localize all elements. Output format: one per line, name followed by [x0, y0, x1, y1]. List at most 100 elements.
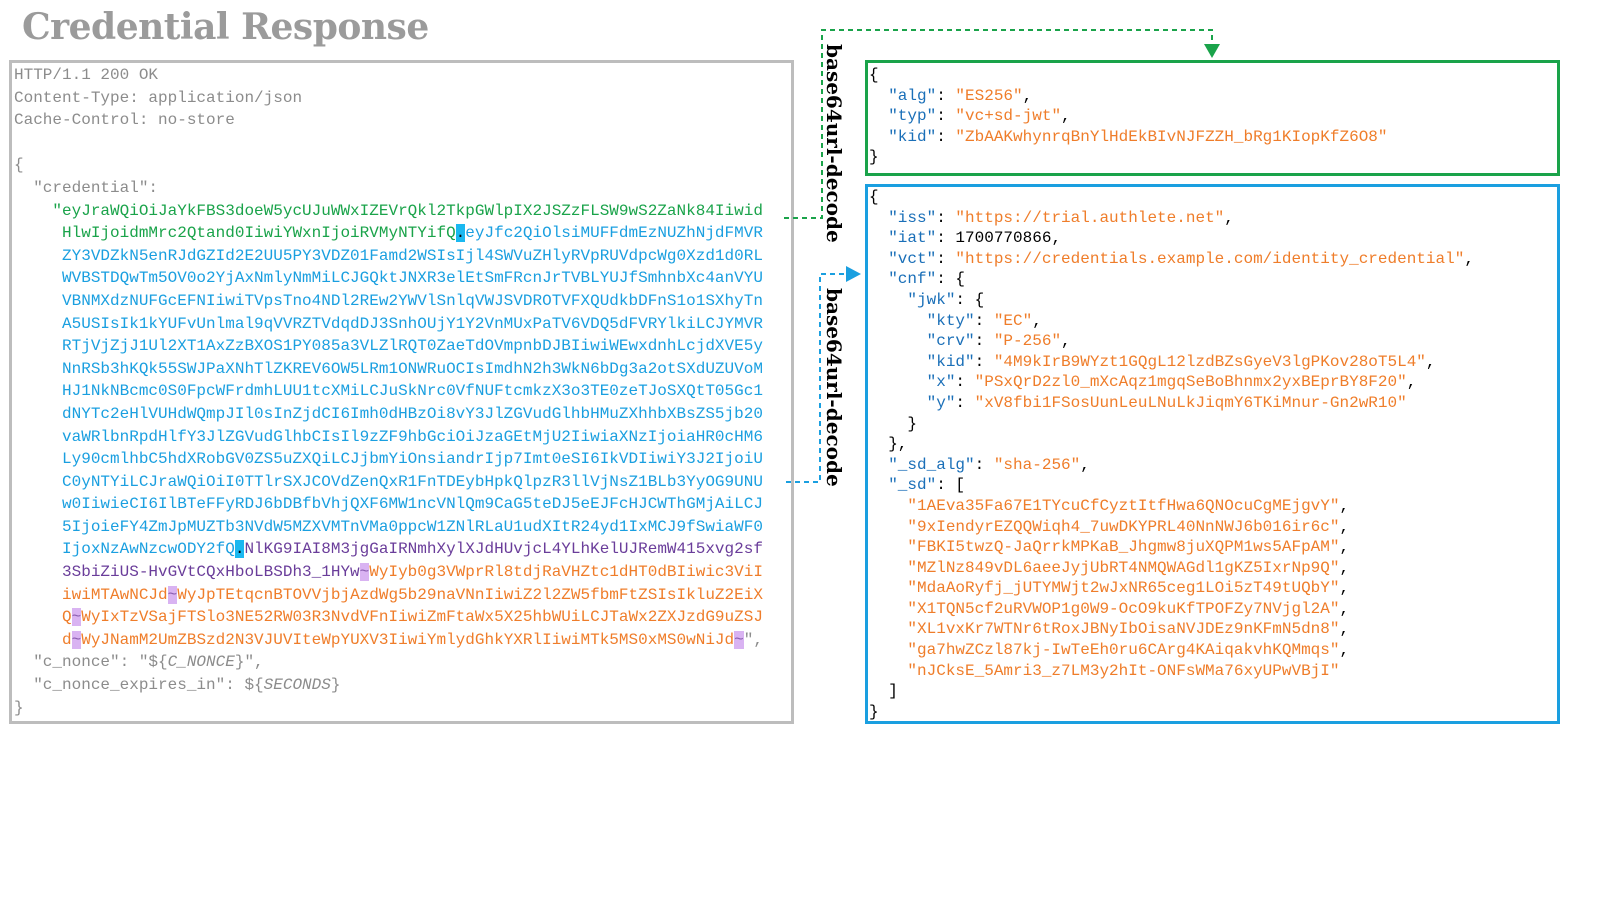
json-punctuation: [869, 620, 907, 638]
header-json-line: {: [869, 65, 1388, 86]
payload-json-line: "cnf": {: [869, 269, 1474, 290]
json-punctuation: [869, 662, 907, 680]
payload-json-line: },: [869, 434, 1474, 455]
json-string-value: "MZlNz849vDL6aeeJyjUbRT4NMQWAGdl1gKZ5Ixr…: [907, 558, 1340, 577]
disclosure-segment: Q: [14, 608, 72, 627]
disclosure-segment: WyIxTzVSajFTSlo3NE52RW03R3NvdVFnIiwiZmFt…: [81, 608, 763, 627]
json-punctuation: ,: [1224, 208, 1234, 227]
jwt-payload-segment: RTjVjZjJ1Ul2XT1AxZzBXOS1PY085a3VLZlRQT0Z…: [14, 337, 763, 356]
payload-json-line: "MdaAoRyfj_jUTYMWjt2wJxNR65ceg1LOi5zT49t…: [869, 578, 1474, 599]
jwt-payload-segment: NnRSb3hKQk55SWJPaXNhTlZKREV6OW5LRm1ONWRu…: [14, 359, 763, 378]
json-punctuation: : 1700770866,: [936, 229, 1062, 248]
c-nonce-line: "c_nonce": "${C_NONCE}",: [14, 651, 763, 674]
payload-json-line: "iat": 1700770866,: [869, 228, 1474, 249]
json-string-value: "ga7hwZCzl87kj-IwTeEh0ru6CArg4KAiqakvhKQ…: [907, 641, 1340, 660]
payload-json-line: "y": "xV8fbi1FSosUunLeuLNuLkJiqmY6TKiMnu…: [869, 393, 1474, 414]
json-punctuation: :: [974, 455, 994, 474]
json-punctuation: }: [869, 702, 879, 721]
json-string-value: "nJCksE_5Amri3_z7LM3y2hIt-ONFsWMa76xyUPw…: [907, 661, 1340, 680]
payload-json-line: }: [869, 414, 1474, 435]
credential-key-line: "credential":: [14, 178, 159, 197]
json-punctuation: [869, 107, 888, 125]
json-punctuation: {: [869, 188, 879, 206]
payload-json-line: "MZlNz849vDL6aeeJyjUbRT4NMQWAGdl1gKZ5Ixr…: [869, 558, 1474, 579]
credential-line: C0yNTYiLCJraWQiOiI0TTlrSXJCOVdZenQxR1FnT…: [14, 471, 763, 494]
json-string-value: "1AEva35Fa67E1TYcuCfCyztItfHwa6QNOcuCgME…: [907, 496, 1340, 515]
json-punctuation: }: [869, 414, 918, 433]
jwt-payload-segment: dNYTc2eHlVUHdWQmpJIl0sInZjdCI6Imh0dHBzOi…: [14, 404, 763, 423]
json-punctuation: [869, 128, 888, 146]
payload-json-line: "kid": "4M9kIrB9WYzt1GQgL12lzdBZsGyeV3lg…: [869, 352, 1474, 373]
json-punctuation: [869, 87, 888, 105]
json-punctuation: [869, 353, 927, 371]
payload-json-line: "1AEva35Fa67E1TYcuCfCyztItfHwa6QNOcuCgME…: [869, 496, 1474, 517]
json-string-value: "vc+sd-jwt": [955, 107, 1062, 126]
json-punctuation: ,: [1022, 86, 1033, 105]
header-json-line: }: [869, 147, 1388, 168]
json-punctuation: [869, 559, 907, 577]
credential-line: "eyJraWQiOiJaYkFBS3doeW5ycUJuWWxIZEVrQkl…: [14, 200, 763, 223]
json-key: "x": [926, 373, 956, 392]
jwt-header-segment: HlwIjoidmMrc2Qtand0IiwiYWxnIjoiRVMyNTYif…: [14, 224, 456, 243]
json-key: "alg": [888, 86, 937, 105]
jwt-payload-code: { "iss": "https://trial.authlete.net", "…: [869, 187, 1474, 722]
credential-line: WVBSTDQwTm5OV0o2YjAxNmlyNmMiLCJGQktJNXR3…: [14, 267, 763, 290]
json-key: "_sd": [888, 476, 937, 495]
json-punctuation: [869, 456, 888, 474]
disclosure-segment: WyIyb0g3VWprRl8tdjRaVHZtc1dHT0dBIiwic3Vi…: [369, 563, 763, 582]
payload-json-line: }: [869, 702, 1474, 723]
json-string-value: "EC": [993, 311, 1033, 330]
json-key: "iat": [888, 229, 937, 248]
json-string-value: "9xIendyrEZQQWiqh4_7uwDKYPRL40NnNWJ6b016…: [907, 517, 1340, 536]
json-key: "iss": [888, 208, 937, 227]
json-punctuation: [869, 518, 907, 536]
punctuation: ",: [743, 630, 763, 649]
json-string-value: "ES256": [955, 86, 1023, 105]
jwt-payload-segment: HJ1NkNBcmc0S0FpcWFrdmhLUU1tcXMiLCJuSkNrc…: [14, 382, 763, 401]
credential-line: d~WyJNamM2UmZBSzd2N3VJUVIteWpYUXV3IiwiYm…: [14, 629, 763, 652]
json-punctuation: [869, 229, 888, 247]
jwt-payload-segment: ZY3VDZkN5enRJdGZId2E2UU5PY3VDZ01Famd2WSI…: [14, 246, 763, 265]
json-punctuation: :: [936, 208, 956, 227]
json-punctuation: [869, 538, 907, 556]
json-string-value: "ZbAAKwhynrqBnYlHdEkBIvNJFZZH_bRg1KIopKf…: [955, 127, 1388, 146]
jwt-payload-segment: Ly90cmlhbC5hdXRobGV0ZS5uZXQiLCJjbmYiOnsi…: [14, 450, 763, 469]
json-key: "vct": [888, 249, 937, 268]
disclosure-segment: d: [14, 630, 72, 649]
credential-line: ZY3VDZkN5enRJdGZId2E2UU5PY3VDZ01Famd2WSI…: [14, 245, 763, 268]
json-punctuation: ,: [1339, 517, 1350, 536]
json-key: "kid": [926, 352, 975, 371]
credential-value: "eyJraWQiOiJaYkFBS3doeW5ycUJuWWxIZEVrQkl…: [14, 200, 763, 652]
content-type-line: Content-Type: application/json: [14, 88, 303, 107]
json-punctuation: :: [936, 86, 956, 105]
json-key: "typ": [888, 107, 937, 126]
credential-line: Ly90cmlhbC5hdXRobGV0ZS5uZXQiLCJjbmYiOnsi…: [14, 448, 763, 471]
json-punctuation: [869, 373, 927, 391]
json-punctuation: ,: [1339, 641, 1350, 660]
credential-line: VBNMXdzNUFGcEFNIiwiTVpsTno4NDl2REw2YWVlS…: [14, 290, 763, 313]
json-punctuation: ,: [1339, 558, 1350, 577]
json-string-value: "PSxQrD2zl0_mXcAqz1mgqSeBoBhnmx2yxBEprBY…: [974, 373, 1407, 392]
json-key: "kty": [926, 311, 975, 330]
body-open-brace: {: [14, 156, 24, 175]
payload-json-line: "_sd_alg": "sha-256",: [869, 455, 1474, 476]
payload-json-line: "vct": "https://credentials.example.com/…: [869, 249, 1474, 270]
json-punctuation: ,: [1339, 620, 1350, 639]
credential-line: vaWRlbnRpdHlfY3JlZGVudGlhbCIsIl9zZF9hbGc…: [14, 426, 763, 449]
cache-control-line: Cache-Control: no-store: [14, 111, 235, 130]
json-string-value: "X1TQN5cf2uRVWOP1g0W9-OcO9kuKfTPOFZy7NVj…: [907, 599, 1340, 618]
json-string-value: "P-256": [993, 332, 1062, 351]
jwt-separator-dot: .: [234, 540, 245, 559]
json-punctuation: :: [955, 373, 975, 392]
json-punctuation: : {: [936, 270, 966, 289]
json-punctuation: ,: [1339, 579, 1350, 598]
jwt-header-segment: "eyJraWQiOiJaYkFBS3doeW5ycUJuWWxIZEVrQkl…: [14, 201, 763, 220]
disclosure-separator-tilde: ~: [734, 630, 744, 649]
jwt-signature-segment: NlKG9IAI8M3jgGaIRNmhXylXJdHUvjcL4YLhKelU…: [244, 540, 763, 559]
json-key: "y": [926, 393, 956, 412]
json-punctuation: [869, 476, 888, 494]
disclosure-separator-tilde: ~: [167, 585, 178, 604]
disclosure-separator-tilde: ~: [71, 630, 82, 649]
json-punctuation: [869, 394, 927, 412]
